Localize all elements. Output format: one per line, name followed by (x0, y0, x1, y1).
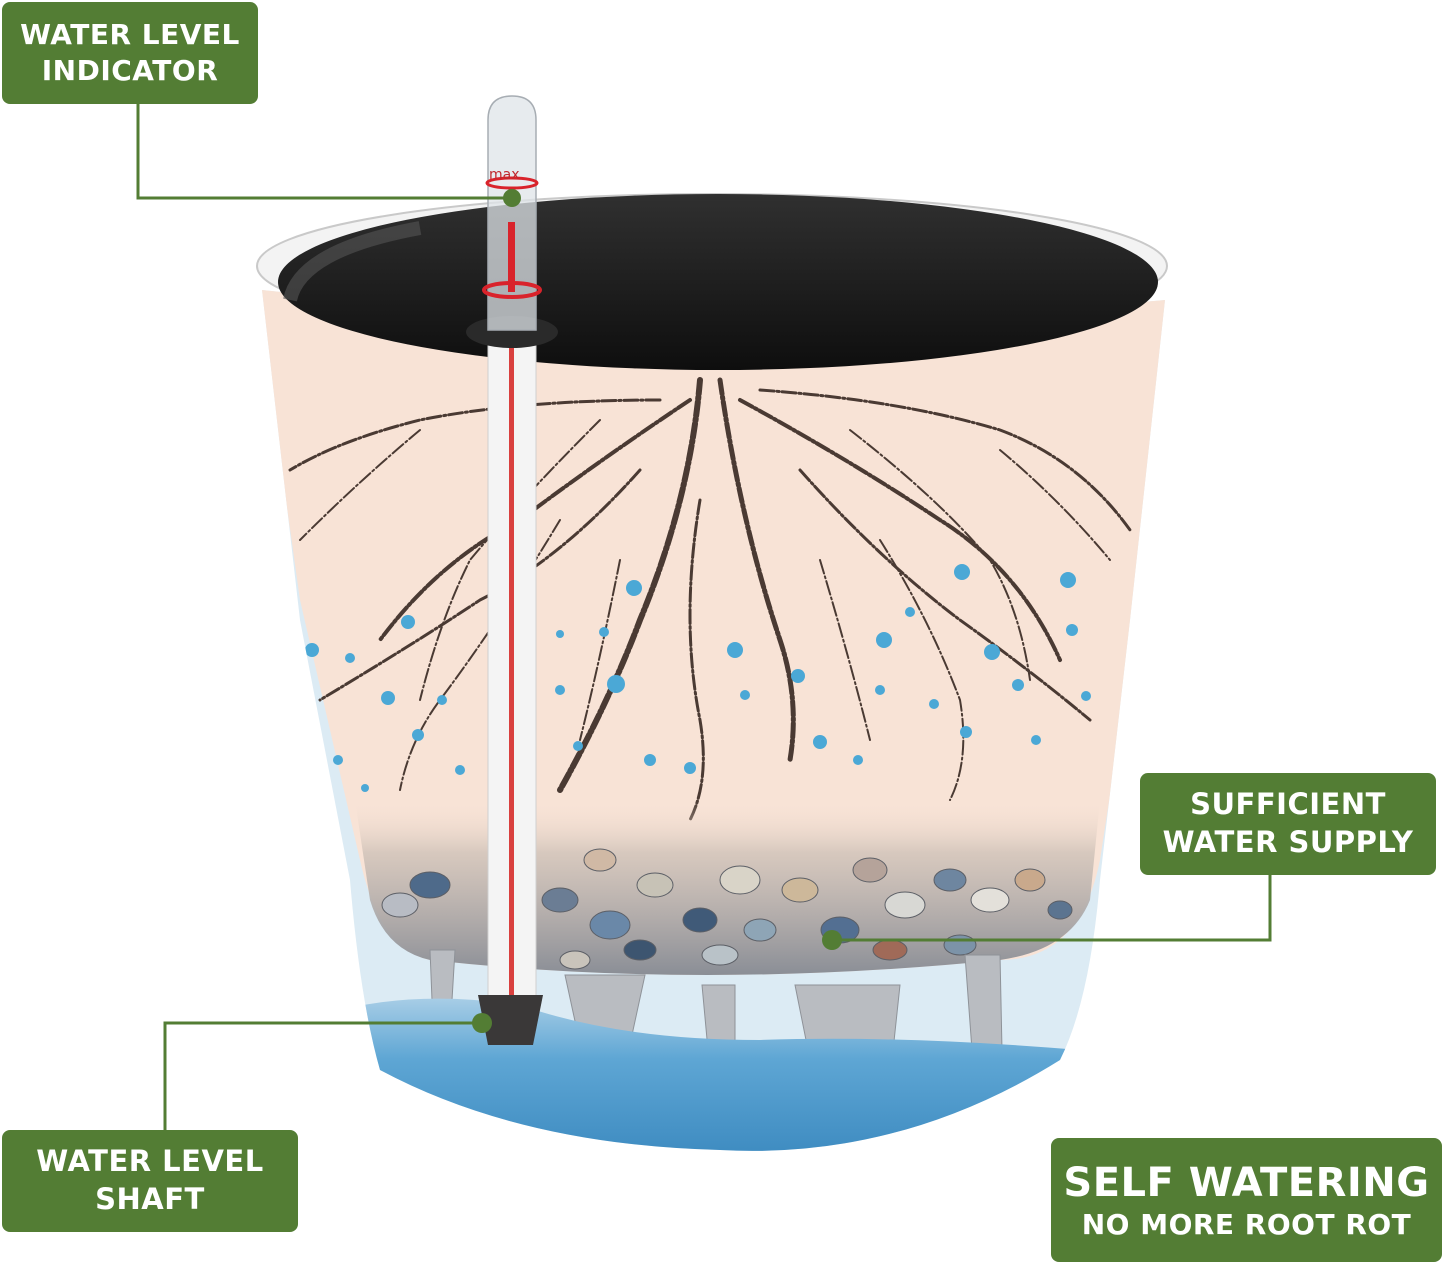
callout-dot-shaft (472, 1013, 492, 1033)
pot-inner-opening (278, 194, 1158, 370)
shaft-float (478, 995, 543, 1045)
badge-headline: SELF WATERING (1063, 1159, 1430, 1206)
label-line-2: SHAFT (95, 1182, 205, 1216)
indicator-max-mark: max (489, 167, 520, 183)
label-line-2: WATER SUPPLY (1162, 825, 1414, 859)
callout-dot-supply (822, 930, 842, 950)
indicator-tube (487, 95, 537, 331)
label-line-1: WATER LEVEL (36, 1144, 264, 1179)
callout-lines (136, 104, 1272, 1130)
sufficient-water-supply-label: SUFFICIENT WATER SUPPLY (1140, 773, 1436, 875)
water-level-shaft-label: WATER LEVEL SHAFT (2, 1130, 298, 1232)
label-line-1: WATER LEVEL (20, 17, 240, 51)
water-level-indicator-label: WATER LEVEL INDICATOR (2, 2, 258, 104)
roots-illustration (288, 377, 1132, 822)
callout-dot-indicator (503, 189, 521, 207)
label-line-1: SUFFICIENT (1190, 787, 1386, 822)
self-watering-badge: SELF WATERING NO MORE ROOT ROT (1051, 1138, 1442, 1262)
water-droplets (305, 564, 1091, 792)
label-line-2: INDICATOR (41, 54, 219, 87)
badge-subline: NO MORE ROOT ROT (1081, 1207, 1412, 1241)
